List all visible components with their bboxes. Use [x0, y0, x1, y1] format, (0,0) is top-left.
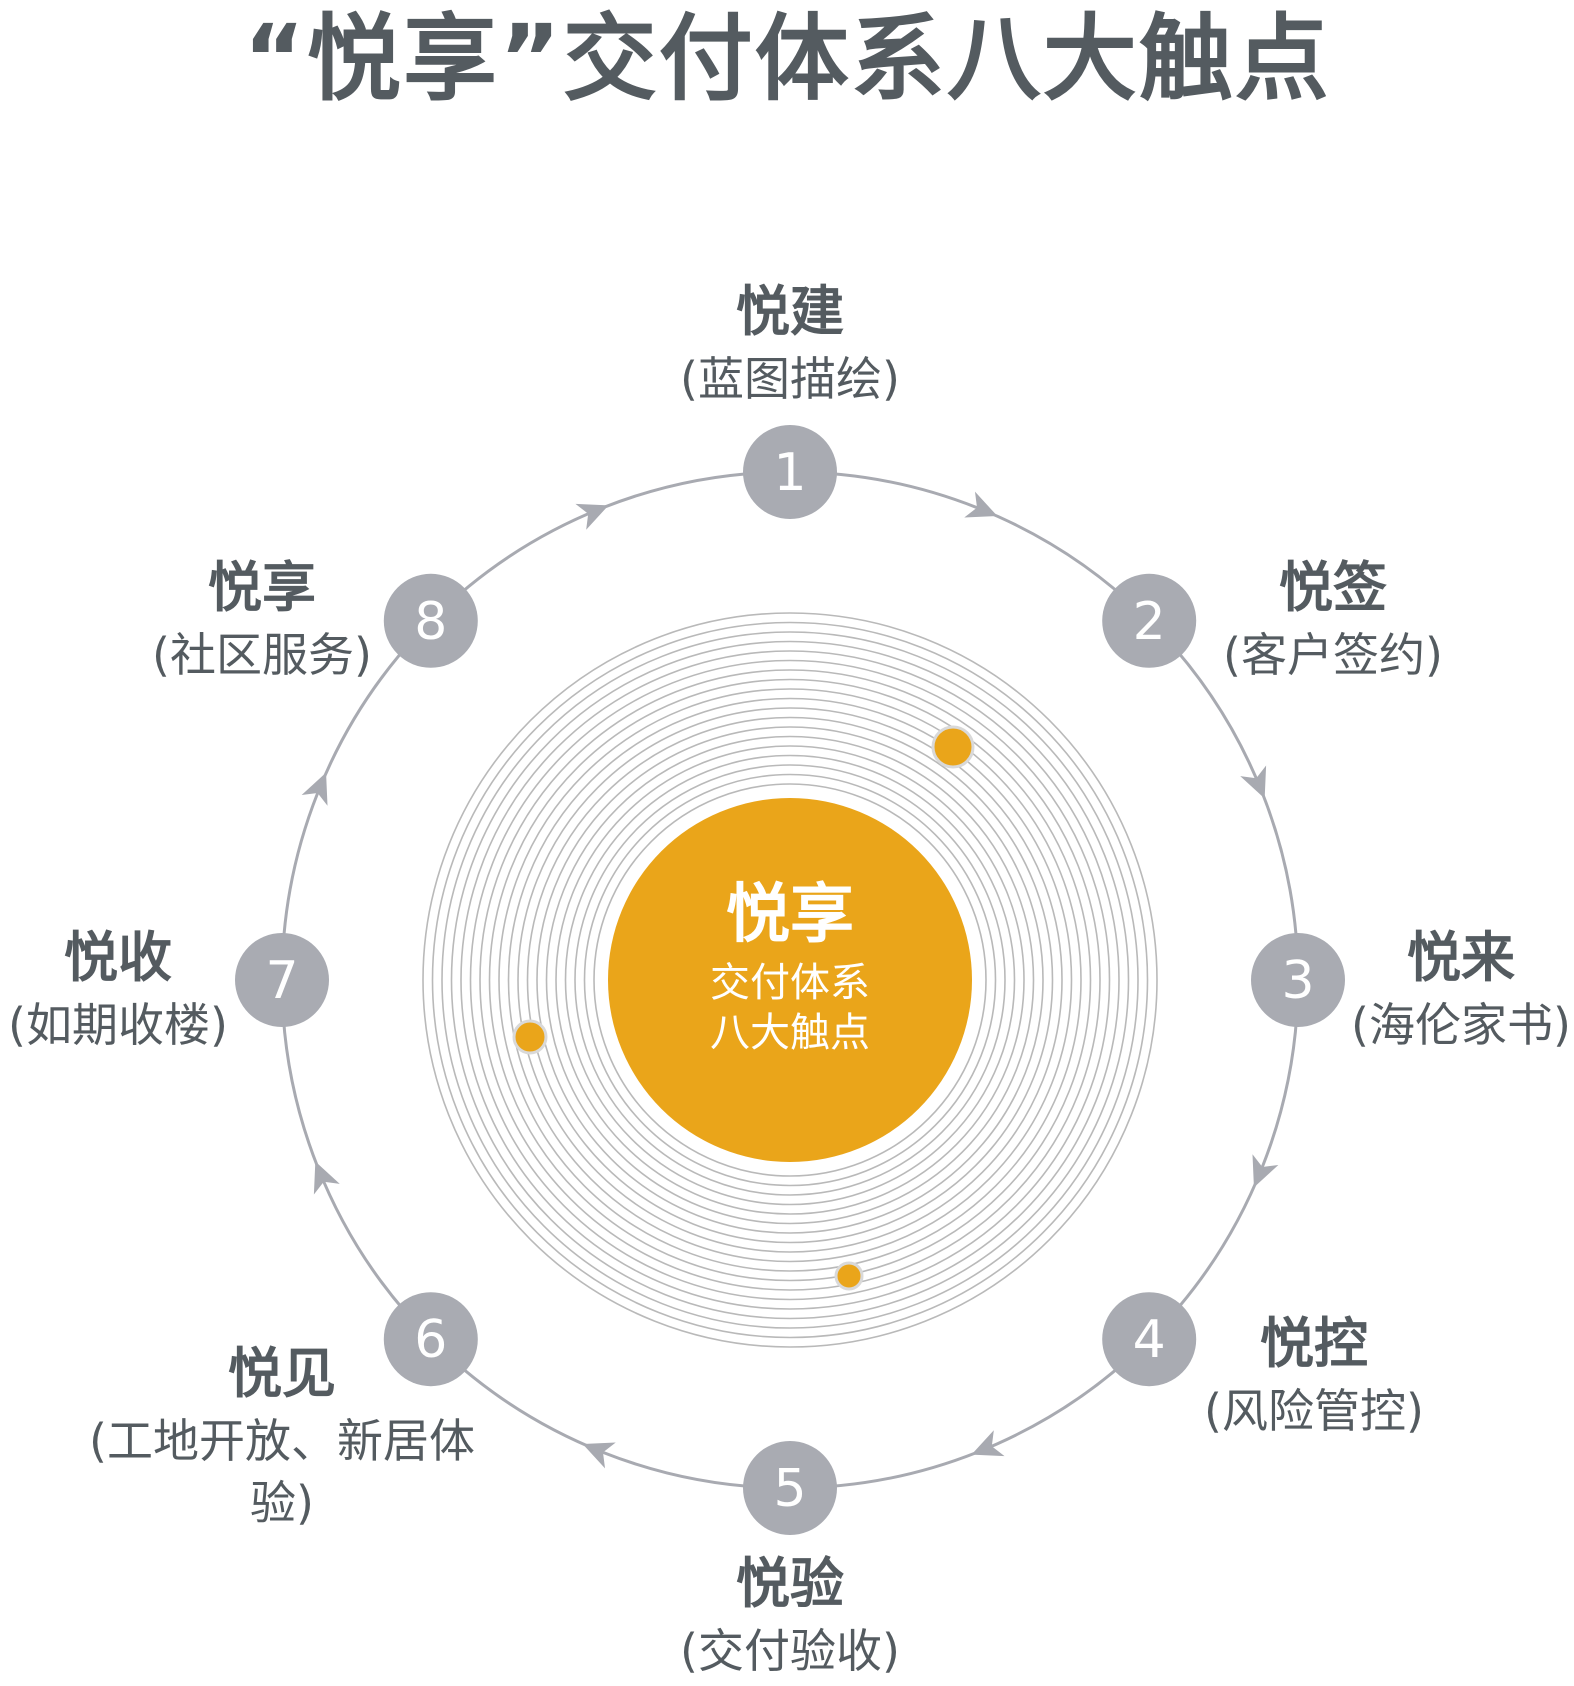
- concentric-rings: [422, 612, 1158, 1348]
- concentric-ring: [498, 688, 1082, 1272]
- node-4-label: 悦控 (风险管控): [1104, 1308, 1524, 1442]
- node-1-name: 悦建: [736, 280, 844, 343]
- node-8-label: 悦享 (社区服务): [52, 552, 472, 686]
- concentric-ring: [422, 612, 1158, 1348]
- node-5: 5: [743, 1441, 837, 1535]
- node-number: 6: [414, 1310, 447, 1370]
- concentric-ring: [593, 783, 987, 1177]
- cycle-nodes: 1 2 3 4 5 6 7 8: [235, 425, 1345, 1535]
- concentric-ring: [460, 650, 1120, 1310]
- concentric-ring: [488, 678, 1092, 1282]
- node-circle: [743, 425, 837, 519]
- node-circle: [235, 933, 329, 1027]
- center-title: 悦享: [726, 878, 854, 952]
- concentric-ring: [545, 735, 1035, 1225]
- node-8: 8: [383, 573, 478, 668]
- node-4-desc: (风险管控): [1204, 1384, 1424, 1438]
- orbit-dot-medium: [512, 1019, 548, 1055]
- cycle-arrow: [964, 491, 998, 518]
- node-2: 2: [1102, 573, 1197, 668]
- cycle-arrow: [313, 1161, 340, 1195]
- cycle-arrow: [1240, 765, 1267, 799]
- center-circle: [608, 798, 972, 1162]
- node-2-label: 悦签 (客户签约): [1123, 552, 1543, 686]
- node-number: 1: [773, 443, 806, 503]
- node-number: 2: [1133, 592, 1166, 652]
- cycle-arrow: [301, 772, 328, 806]
- node-circle: [383, 1292, 478, 1387]
- node-number: 7: [265, 951, 298, 1011]
- cycle-arrows: [301, 491, 1279, 1469]
- cycle-arrow: [1252, 1154, 1279, 1188]
- cycle-arrow: [971, 1430, 1005, 1457]
- node-3-label: 悦来 (海伦家书): [1251, 922, 1574, 1056]
- node-1-desc: (蓝图描绘): [680, 352, 900, 406]
- node-3-name: 悦来: [1407, 926, 1515, 989]
- node-7-name: 悦收: [64, 926, 172, 989]
- page-title: “悦享”交付体系八大触点: [243, 5, 1331, 114]
- node-number: 3: [1281, 951, 1314, 1011]
- orbit-dot-large: [931, 725, 975, 769]
- concentric-ring: [431, 621, 1149, 1339]
- center-label: 悦享 交付体系 八大触点: [608, 872, 972, 1058]
- node-circle: [743, 1441, 837, 1535]
- node-number: 5: [773, 1459, 806, 1519]
- concentric-ring: [507, 697, 1073, 1263]
- node-5-label: 悦验 (交付验收): [580, 1548, 1000, 1682]
- node-4: 4: [1102, 1292, 1197, 1387]
- node-5-desc: (交付验收): [680, 1624, 900, 1678]
- node-number: 4: [1133, 1310, 1166, 1370]
- node-6-desc: (工地开放、新居体验): [89, 1414, 475, 1530]
- node-1: 1: [743, 425, 837, 519]
- node-7: 7: [235, 933, 329, 1027]
- concentric-ring: [479, 669, 1101, 1291]
- concentric-ring: [526, 716, 1054, 1244]
- concentric-ring: [517, 707, 1063, 1253]
- node-number: 8: [414, 592, 447, 652]
- concentric-ring: [583, 773, 997, 1187]
- node-circle: [1102, 1292, 1197, 1387]
- node-6-name: 悦见: [228, 1342, 336, 1405]
- node-6: 6: [383, 1292, 478, 1387]
- concentric-ring: [574, 764, 1006, 1196]
- concentric-ring: [469, 659, 1111, 1301]
- node-5-name: 悦验: [736, 1552, 844, 1615]
- orbit-dot-small: [834, 1261, 864, 1291]
- cycle-arrow: [582, 1442, 616, 1469]
- node-7-desc: (如期收楼): [8, 998, 228, 1052]
- node-4-name: 悦控: [1260, 1312, 1368, 1375]
- cycle-arrow: [575, 503, 609, 530]
- center-line-1: 交付体系: [710, 960, 870, 1006]
- node-7-label: 悦收 (如期收楼): [0, 922, 236, 1056]
- concentric-ring: [450, 640, 1130, 1320]
- node-1-label: 悦建 (蓝图描绘): [580, 276, 1000, 410]
- node-8-name: 悦享: [208, 556, 316, 619]
- concentric-ring: [564, 754, 1016, 1206]
- node-8-desc: (社区服务): [152, 628, 372, 682]
- center-line-2: 八大触点: [710, 1010, 870, 1056]
- node-2-desc: (客户签约): [1223, 628, 1443, 682]
- node-6-label: 悦见 (工地开放、新居体验): [72, 1338, 492, 1534]
- node-3-desc: (海伦家书): [1351, 998, 1571, 1052]
- node-circle: [1251, 933, 1345, 1027]
- node-circle: [1102, 573, 1197, 668]
- node-circle: [383, 573, 478, 668]
- concentric-ring: [555, 745, 1025, 1215]
- concentric-ring: [441, 631, 1139, 1329]
- node-3: 3: [1251, 933, 1345, 1027]
- concentric-ring: [536, 726, 1044, 1234]
- node-2-name: 悦签: [1279, 556, 1387, 619]
